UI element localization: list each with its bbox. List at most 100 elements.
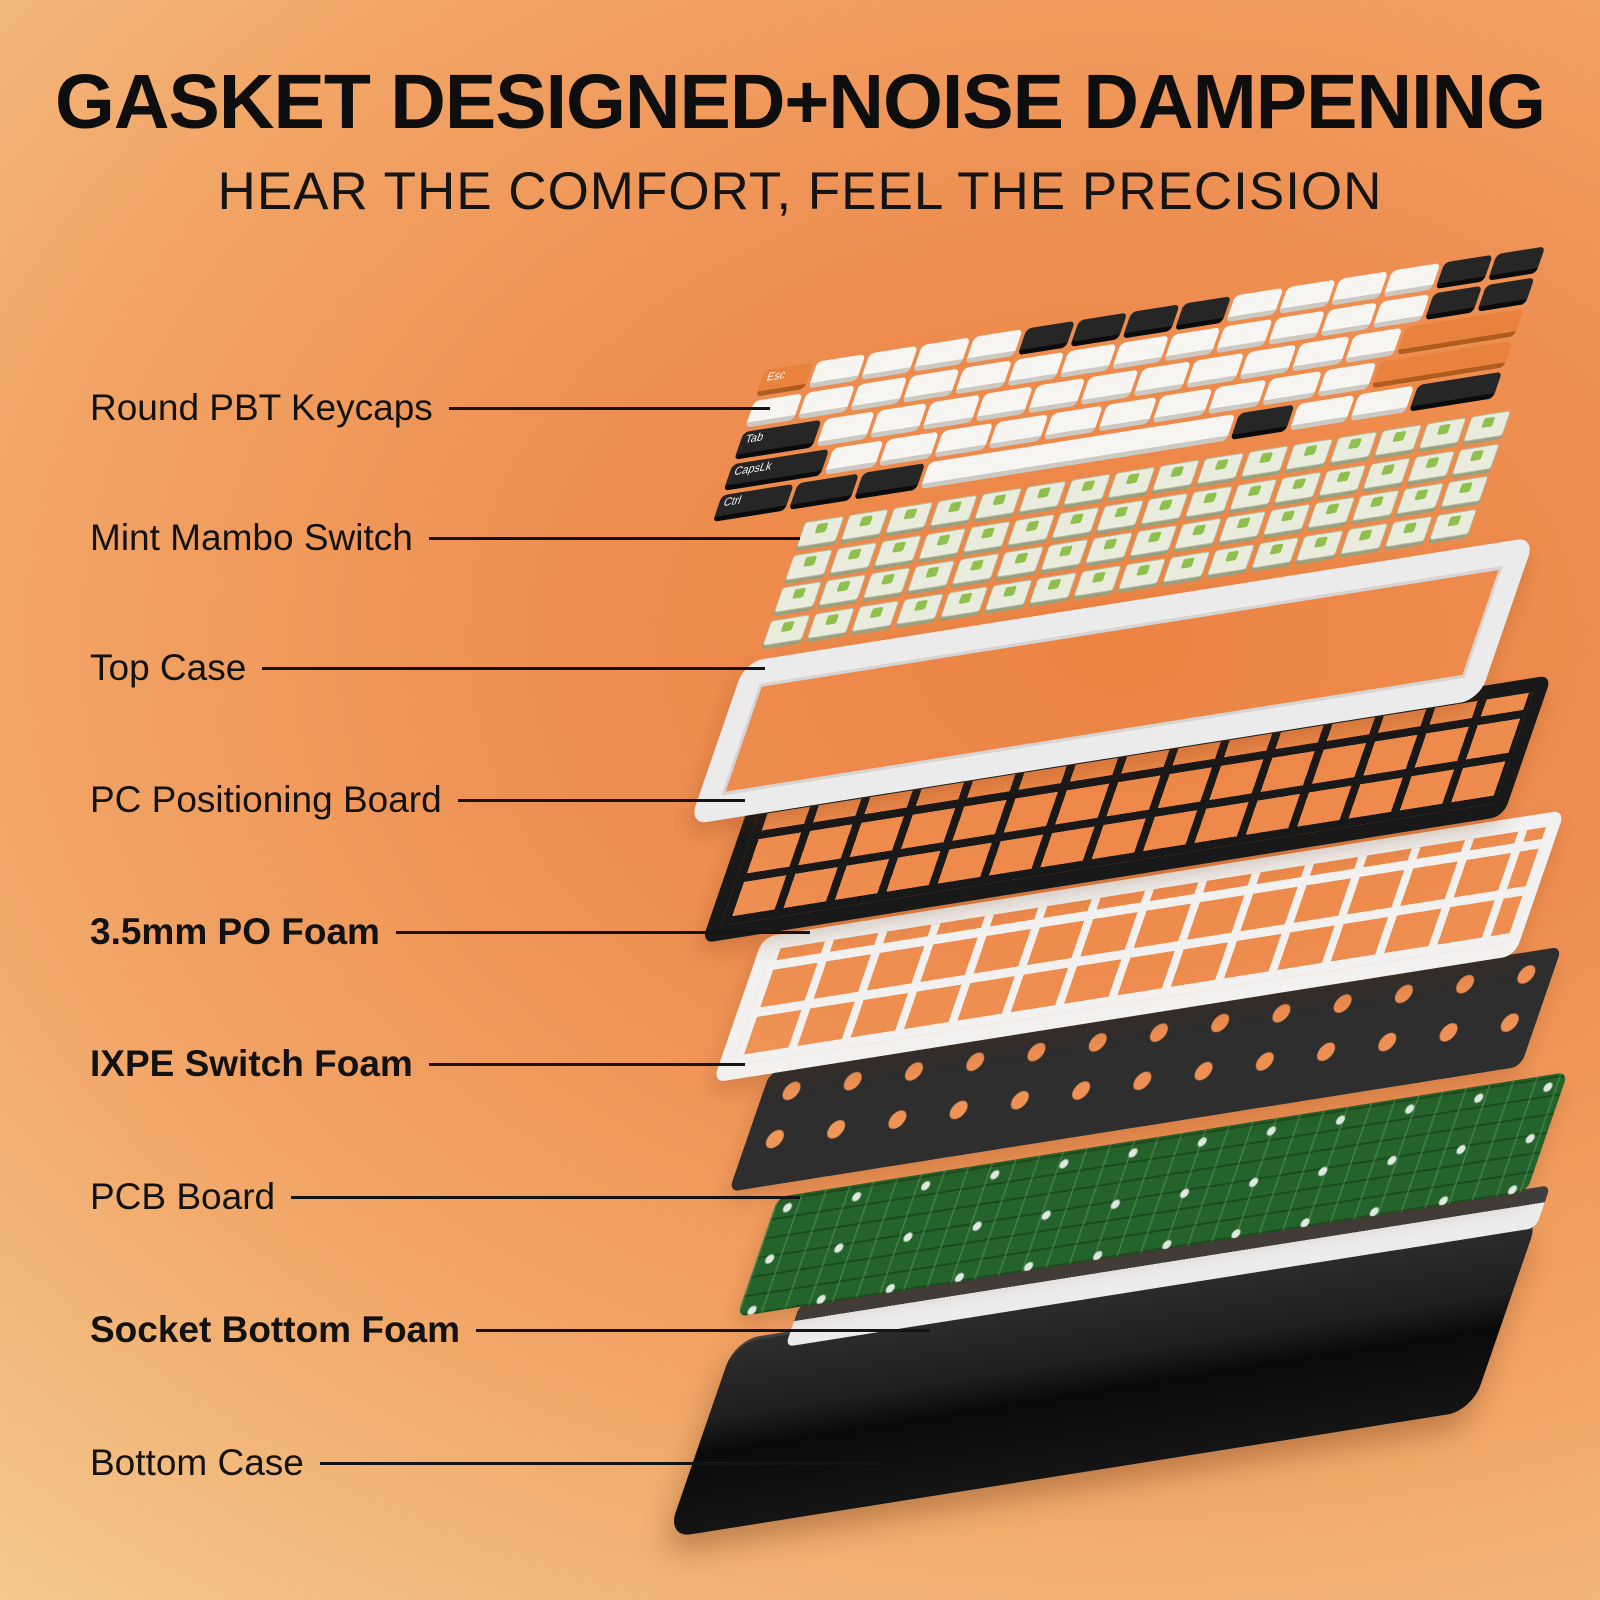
switch-stem (1136, 564, 1151, 576)
page-title: GASKET DESIGNED+NOISE DAMPENING (55, 59, 1546, 145)
switch-stem (1481, 416, 1496, 429)
callout-round-pbt-keycaps: Round PBT Keycaps (90, 387, 770, 429)
keycap (1424, 285, 1483, 321)
mechanical-switch (1428, 508, 1478, 541)
leader-line (395, 930, 810, 934)
callout-pcb-board: PCB Board (90, 1176, 800, 1218)
switch-stem (1436, 423, 1451, 436)
leader-line (262, 666, 765, 670)
switch-stem (869, 606, 884, 619)
mechanical-switch (1273, 471, 1323, 504)
keycap (1069, 312, 1128, 348)
switch-stem (1336, 470, 1351, 483)
mechanical-switch (796, 515, 845, 548)
switch-stem (1280, 510, 1296, 522)
mechanical-switch (762, 614, 811, 647)
keycap (954, 360, 1012, 396)
switch-stem (880, 573, 895, 586)
switch-stem (1158, 498, 1173, 511)
keycap (823, 439, 885, 475)
switch-stem (1114, 505, 1129, 518)
layer-label-pc-positioning-board: PC Positioning Board (90, 779, 442, 820)
keycap (1226, 287, 1284, 323)
switch-stem (1058, 545, 1073, 558)
mechanical-switch (962, 520, 1011, 553)
switch-stem (1414, 489, 1429, 501)
switch-stem (1047, 578, 1062, 590)
mechanical-switch (929, 494, 978, 527)
switch-stem (1292, 477, 1307, 490)
mechanical-switch (1206, 543, 1256, 576)
keycap (1267, 310, 1326, 346)
keycap (1163, 327, 1221, 363)
keycap (921, 395, 981, 430)
layer-label-pcb-board: PCB Board (90, 1176, 276, 1217)
mechanical-switch (1351, 489, 1400, 522)
switch-stem (1081, 480, 1096, 492)
keycap (1330, 271, 1389, 306)
keycap (878, 431, 939, 467)
mechanical-switch (973, 487, 1023, 520)
switch-stem (1303, 444, 1318, 457)
keycap-legend: Ctrl (721, 493, 744, 510)
mechanical-switch (1084, 532, 1134, 565)
mechanical-switch (806, 607, 856, 640)
switch-stem (1203, 491, 1218, 504)
keycap (974, 386, 1033, 422)
mechanical-switch (885, 501, 934, 534)
layer-label-ixpe-switch-foam: IXPE Switch Foam (90, 1043, 413, 1084)
switch-stem (958, 592, 973, 604)
switch-stem (825, 613, 840, 626)
keycap (1042, 405, 1104, 441)
callout-socket-bottom-foam: Socket Bottom Foam (90, 1309, 930, 1351)
keycap (1185, 353, 1245, 388)
mechanical-switch (1018, 480, 1067, 513)
keycap (1344, 328, 1403, 363)
mechanical-switch (851, 600, 900, 633)
keycap (1215, 319, 1274, 354)
mechanical-switch (1240, 445, 1289, 478)
keycap (901, 368, 960, 404)
mechanical-switch (1140, 492, 1189, 525)
switch-stem (1458, 482, 1473, 494)
switch-stem (1069, 512, 1085, 525)
switch-stem (803, 555, 818, 567)
switch-stem (1125, 473, 1140, 485)
switch-stem (1214, 458, 1229, 471)
mechanical-switch (1462, 410, 1512, 443)
callout-ixpe-switch-foam: IXPE Switch Foam (90, 1043, 745, 1085)
keycap (1173, 296, 1232, 331)
switch-stem (836, 580, 851, 593)
switch-stem (1381, 463, 1396, 475)
switch-stem (814, 522, 829, 534)
layer-label-socket-bottom-foam: Socket Bottom Foam (90, 1309, 461, 1350)
keycap (1097, 396, 1158, 432)
switch-stem (858, 515, 874, 527)
mechanical-switch (1362, 457, 1412, 490)
keycap (1121, 304, 1180, 340)
header: GASKET DESIGNED+NOISE DAMPENING HEAR THE… (0, 58, 1600, 222)
switch-stem (1236, 517, 1251, 529)
callout-po-foam: 3.5mm PO Foam (90, 911, 810, 953)
keycap (854, 462, 925, 500)
mechanical-switch (906, 560, 956, 593)
switch-stem (1147, 531, 1162, 543)
mechanical-switch (862, 567, 911, 600)
mechanical-switch (773, 581, 822, 614)
mechanical-switch (1129, 525, 1178, 558)
switch-stem (1313, 536, 1329, 548)
keycap (849, 377, 908, 412)
mechanical-switch (1162, 550, 1211, 583)
switch-stem (1258, 451, 1274, 464)
switch-stem (1170, 465, 1185, 478)
switch-stem (981, 526, 996, 539)
switch-stem (1103, 538, 1118, 551)
callout-top-case: Top Case (90, 647, 765, 689)
keycap (1487, 246, 1546, 282)
keycap (1080, 369, 1139, 405)
mechanical-switch (1285, 438, 1334, 471)
switch-stem (1402, 522, 1418, 534)
mechanical-switch (1184, 485, 1234, 518)
leader-line (291, 1195, 800, 1199)
